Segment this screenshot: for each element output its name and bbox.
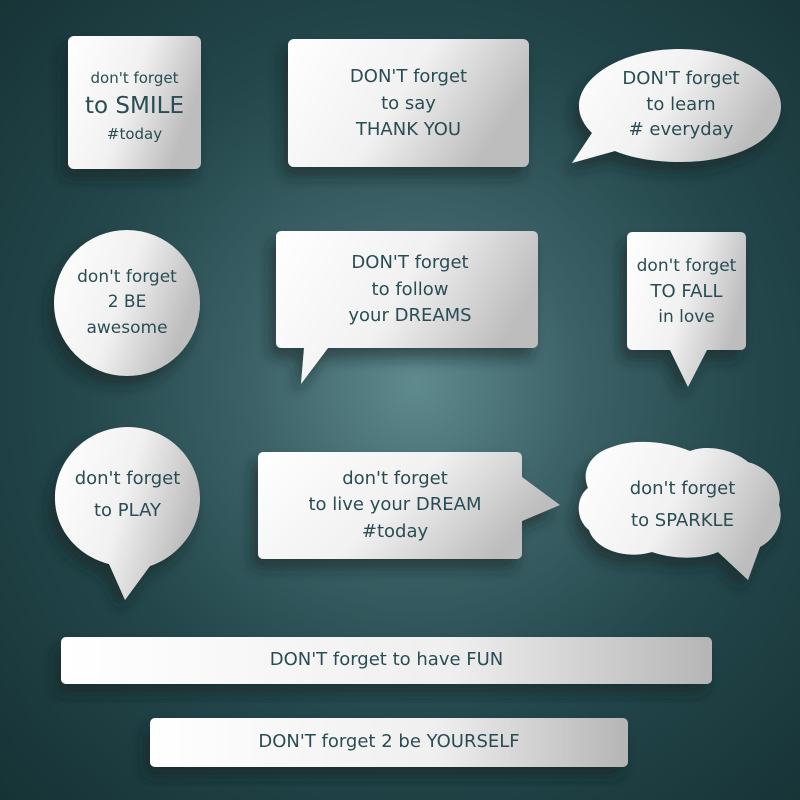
bubble-shape-3 — [572, 49, 781, 163]
bubble-shape-9 — [578, 441, 781, 580]
bubble-shape-8 — [258, 452, 560, 559]
bubble-shape-2 — [288, 39, 529, 167]
bubble-shape-5 — [276, 231, 538, 384]
banner-shape-1 — [61, 637, 712, 684]
bubble-shape-7 — [55, 427, 200, 600]
bubble-shape-1 — [68, 36, 201, 169]
bubble-shape-6 — [627, 232, 746, 387]
banner-shape-2 — [150, 718, 628, 767]
bubble-shape-4 — [54, 230, 200, 376]
